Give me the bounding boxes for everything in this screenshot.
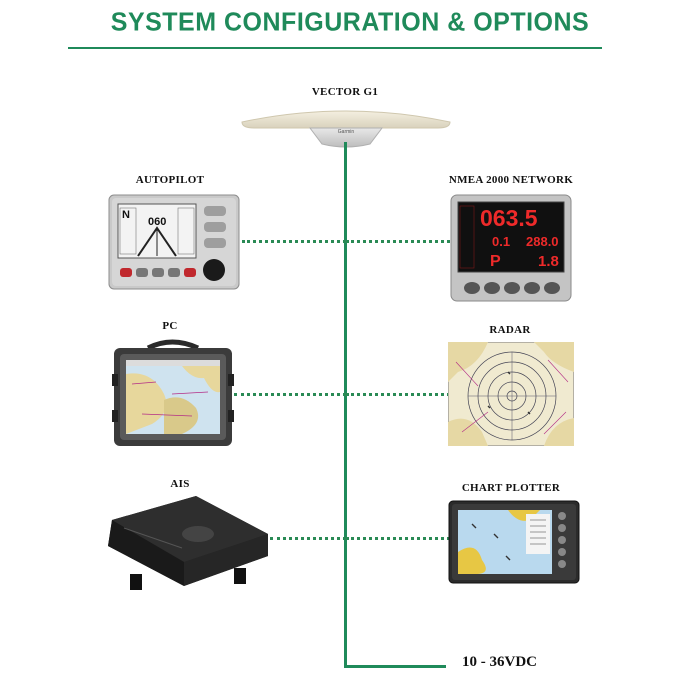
connector-autopilot xyxy=(242,240,346,243)
label-radar: RADAR xyxy=(489,324,531,336)
label-chartplotter: CHART PLOTTER xyxy=(461,482,561,494)
nmea-display-device: 063.5 0.1 288.0 P 1.8 xyxy=(450,194,572,302)
nmea-row1-b: 288.0 xyxy=(526,234,559,249)
connector-nmea xyxy=(346,240,450,243)
antenna-brand: Garmin xyxy=(338,129,355,135)
chartplotter-device xyxy=(448,500,580,584)
antenna-dome: Garmin xyxy=(238,104,454,150)
label-autopilot: AUTOPILOT xyxy=(135,174,205,186)
pc-device xyxy=(112,334,234,454)
connector-pc xyxy=(234,393,346,396)
ais-device xyxy=(104,490,274,598)
connector-ais xyxy=(270,537,346,540)
nmea-big-value: 063.5 xyxy=(480,205,538,231)
label-pc: PC xyxy=(162,320,178,332)
title-rule xyxy=(68,47,602,49)
label-nmea: NMEA 2000 NETWORK xyxy=(448,174,574,186)
page-title: SYSTEM CONFIGURATION & OPTIONS xyxy=(110,7,590,37)
autopilot-value: 060 xyxy=(148,216,166,228)
radar-image xyxy=(448,342,574,446)
power-line xyxy=(344,665,446,668)
autopilot-device: N 060 xyxy=(108,194,240,290)
nmea-row1-a: 0.1 xyxy=(492,234,510,249)
connector-radar xyxy=(346,393,450,396)
autopilot-heading: N xyxy=(122,209,130,221)
connector-chartplotter xyxy=(346,537,450,540)
antenna-label: VECTOR G1 xyxy=(311,86,379,98)
main-bus-line xyxy=(344,142,347,668)
nmea-row2-b: 1.8 xyxy=(538,253,559,270)
nmea-row2-a: P xyxy=(490,253,501,270)
power-label: 10 - 36VDC xyxy=(462,654,537,670)
label-ais: AIS xyxy=(170,478,190,490)
